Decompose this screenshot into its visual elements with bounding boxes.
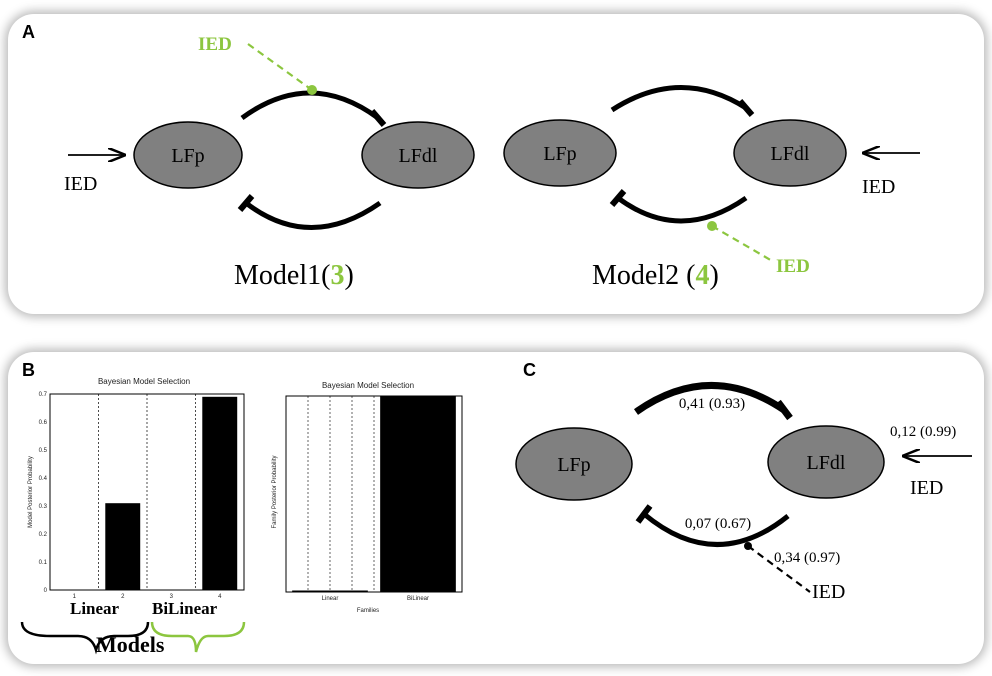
left-chart-x-ticks: 1 2 3 4 [73,594,223,600]
model2-node-lfdl[interactable] [733,119,847,187]
model1-input-label: IED [64,173,97,195]
left-y-tick: 0.6 [39,420,48,426]
left-chart-title: Bayesian Model Selection [98,377,190,386]
right-chart-bars [292,396,456,592]
right-chart-xlabel: Families [357,608,379,614]
c-modulator-label: IED [812,581,845,603]
left-x-tick: 2 [121,594,125,600]
right-chart-ylabel: Family Posterior Probability [272,455,278,528]
model2-diagram: LFp LFdl IED IED Model2 (4) [503,85,920,291]
right-chart-x-ticks: Linear BiLinear [322,596,429,602]
left-x-tick: 4 [218,594,222,600]
left-x-tick: 1 [73,594,77,600]
c-modulation-weight: 0,34 (0.97) [774,550,840,566]
right-x-tick: Linear [322,596,339,602]
model1-node-lfp-label: LFp [171,145,204,167]
bilinear-brace [150,621,246,653]
left-bar-2 [105,503,141,590]
c-backward-weight: 0,07 (0.67) [685,516,751,532]
left-y-tick: 0.5 [39,448,48,454]
model2-title: Model2 (4) [592,260,719,291]
model1-modulation-dot [307,85,317,95]
panel-c-label: C [523,360,536,380]
left-x-tick: 3 [170,594,174,600]
group-linear-label: Linear [70,599,120,618]
model1-node-lfdl[interactable] [361,121,475,189]
left-bar-4 [202,396,238,590]
c-node-lfp-label: LFp [557,454,590,476]
model2-node-lfp[interactable] [503,119,617,187]
model1-backward-connection [244,200,382,230]
model2-forward-connection-end [737,99,755,117]
c-forward-weight: 0,41 (0.93) [679,396,745,412]
model2-forward-connection [610,85,748,113]
left-chart-ylabel: Model Posterior Probability [28,456,34,528]
c-backward-connection-end [635,504,653,524]
left-y-tick: 0.3 [39,504,48,510]
right-chart-title: Bayesian Model Selection [322,381,414,390]
model2-node-lfp-label: LFp [543,143,576,165]
panel-c-diagram: LFp LFdl 0,41 (0.93) 0,07 (0.67) 0,12 (0… [515,382,972,603]
left-chart: Bayesian Model Selection 0 0.1 0.2 0.3 0.4 0.… [28,377,245,600]
c-backward-connection [642,512,790,547]
c-input-weight: 0,12 (0.99) [890,424,956,440]
model-groups: Linear BiLinear Models [20,599,246,657]
left-y-tick: 0.7 [39,392,48,398]
model2-modulation-dot [707,221,717,231]
c-input-label: IED [910,477,943,499]
model1-forward-connection-end [369,109,387,127]
model1-modulation-line [247,43,313,91]
left-chart-y-ticks: 0 0.1 0.2 0.3 0.4 0.5 0.6 0.7 [39,392,48,594]
group-bilinear-label: BiLinear [152,599,218,618]
right-bar-BiLinear [380,396,456,592]
c-node-lfdl[interactable] [767,425,885,499]
model1-title: Model1(3) [234,260,354,291]
model1-node-lfdl-label: LFdl [399,145,438,167]
right-x-tick: BiLinear [407,596,429,602]
left-chart-grid [98,394,196,590]
c-forward-connection-end [775,399,793,421]
panel-a-label: A [22,22,35,42]
model2-backward-connection [616,195,748,224]
left-y-tick: 0 [44,588,48,594]
model1-diagram: LFp LFdl IED IED Model1(3) [64,34,475,291]
right-bar-Linear [292,590,368,592]
c-forward-connection [633,382,786,415]
model1-modulator-label: IED [198,34,232,55]
left-y-tick: 0.2 [39,532,48,538]
model1-node-lfp[interactable] [133,121,243,189]
c-node-lfp[interactable] [515,427,633,501]
model2-node-lfdl-label: LFdl [771,143,810,165]
model1-backward-connection-end [237,194,255,212]
c-modulation-line [747,545,811,593]
left-chart-bars [105,396,238,590]
linear-brace [20,621,150,655]
models-label: Models [96,632,165,657]
model2-input-label: IED [862,176,895,198]
model2-modulator-label: IED [776,256,810,277]
panel-b-label: B [22,360,35,380]
left-y-tick: 0.4 [39,476,48,482]
model2-backward-connection-end [609,189,627,207]
left-y-tick: 0.1 [39,560,48,566]
c-node-lfdl-label: LFdl [807,452,846,474]
